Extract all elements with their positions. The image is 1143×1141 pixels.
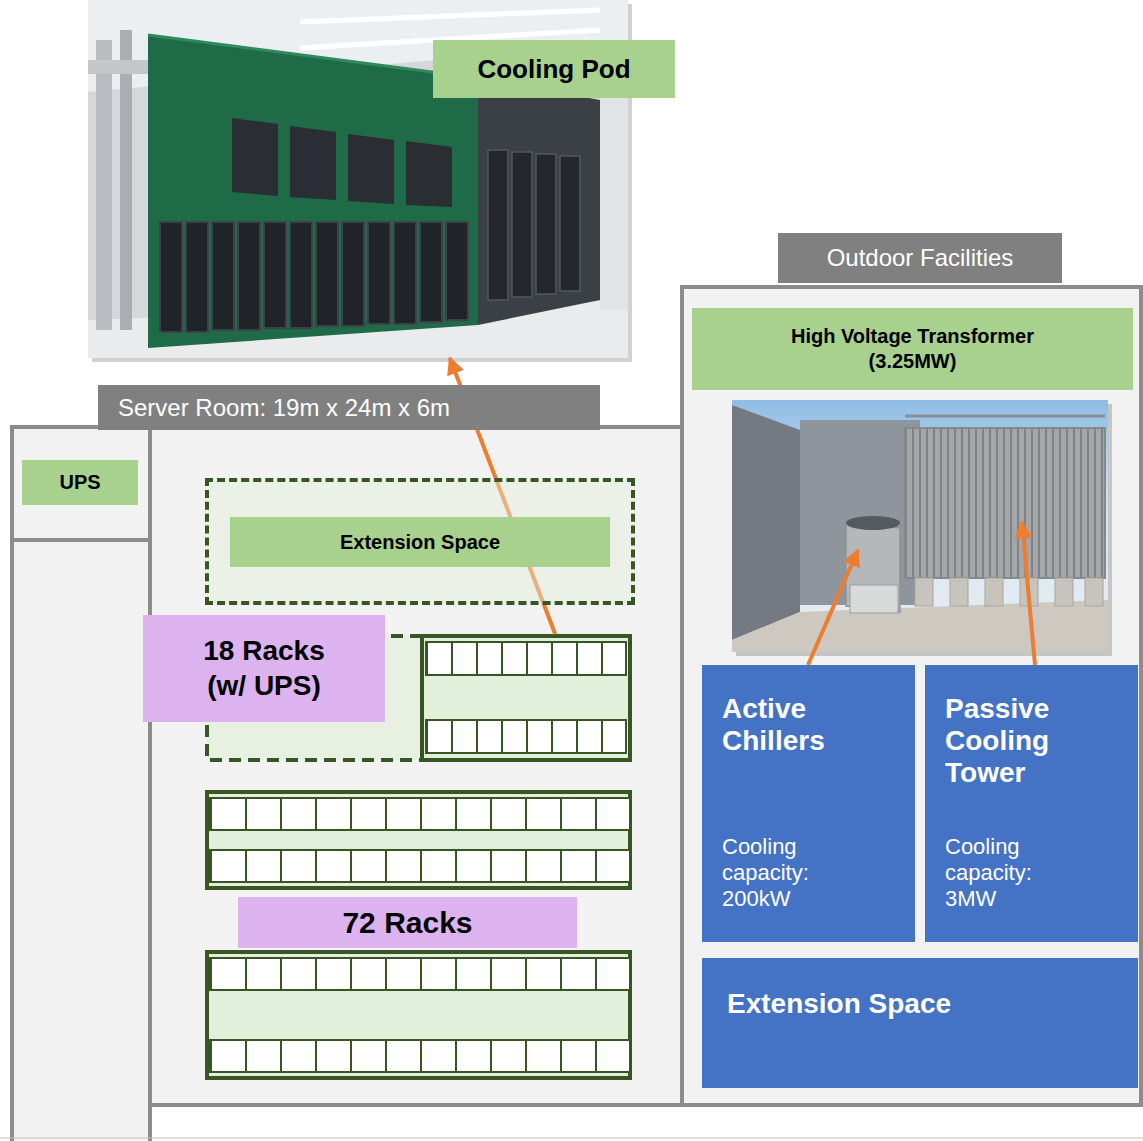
concrete-blocks [915,578,1103,606]
footer-rule [0,1138,1143,1139]
rack-doors [160,222,468,332]
rack-group [207,792,630,888]
capacity-text: Cooling capacity: 3MW [945,834,1055,912]
capacity-text: Cooling capacity: 200kW [722,834,832,912]
rack-row [426,720,626,753]
ups-room: UPS [14,429,150,540]
rack-area: 72 Racks [205,790,632,1080]
extension-space: Extension Space [205,478,635,605]
outdoor-photo [732,400,1112,656]
pipe [96,40,112,330]
room-walls [12,425,684,1141]
rack-count: 18 Racks (w/ UPS) [143,615,385,722]
pod-panel [232,118,278,196]
ceiling-light [300,10,600,22]
wall-line [12,538,150,542]
pod-wall [148,35,478,348]
building [732,405,800,640]
space-label: Extension Space [230,517,610,567]
leader-arrow [1022,522,1035,665]
server-room: Server Room: 19m x 24m x 6mUPSExtension … [10,425,684,1107]
rack-doors [488,150,580,300]
cooling-tower [905,428,1105,578]
rack-group [207,952,630,1078]
transformer-box: High Voltage Transformer (3.25MW) [692,308,1133,390]
outdoor-area: Outdoor FacilitiesHigh Voltage Transform… [680,285,1143,1107]
chiller [846,520,900,612]
room-floor [10,1105,152,1141]
outdoor-ground [680,285,1143,1107]
ups-label: UPS [22,460,138,505]
chiller-fan [846,516,900,530]
room-floor [10,425,684,1107]
pod-panel [406,141,452,207]
extension-space: Extension Space [702,958,1138,1088]
rack-area: 18 Racks (w/ UPS) [205,634,632,762]
railing [905,415,1105,418]
ground [732,600,1108,652]
rack-row [210,1040,630,1072]
sky [732,400,1108,652]
rack-row [210,798,630,830]
rack-row [426,642,626,675]
pod-panel [290,126,336,200]
cooling-box: Active ChillersCooling capacity: 200kW [702,665,915,942]
wall-line [148,425,152,1141]
box-heading: Active Chillers [722,693,882,757]
pod-edge [148,35,478,78]
leader-arrow [808,550,858,665]
rack-row [210,850,630,882]
rack-row [210,958,630,990]
area-tab: Outdoor Facilities [778,233,1062,283]
rack-count: 72 Racks [238,897,577,948]
pod-label: Cooling Pod [433,40,675,98]
pod-panel [348,134,394,204]
rack-group [422,636,630,760]
box-label: High Voltage Transformer (3.25MW) [773,324,1053,374]
chiller-base [850,585,898,613]
photo-frame: Cooling Pod [88,0,628,358]
pipe [120,30,132,330]
wall-line [148,1103,684,1107]
box-heading: Extension Space [727,988,951,1020]
pod-side [478,78,600,325]
area-tab: Server Room: 19m x 24m x 6m [98,385,600,430]
cooling-box: Passive Cooling TowerCooling capacity: 3… [925,665,1138,942]
box-heading: Passive Cooling Tower [945,693,1105,789]
